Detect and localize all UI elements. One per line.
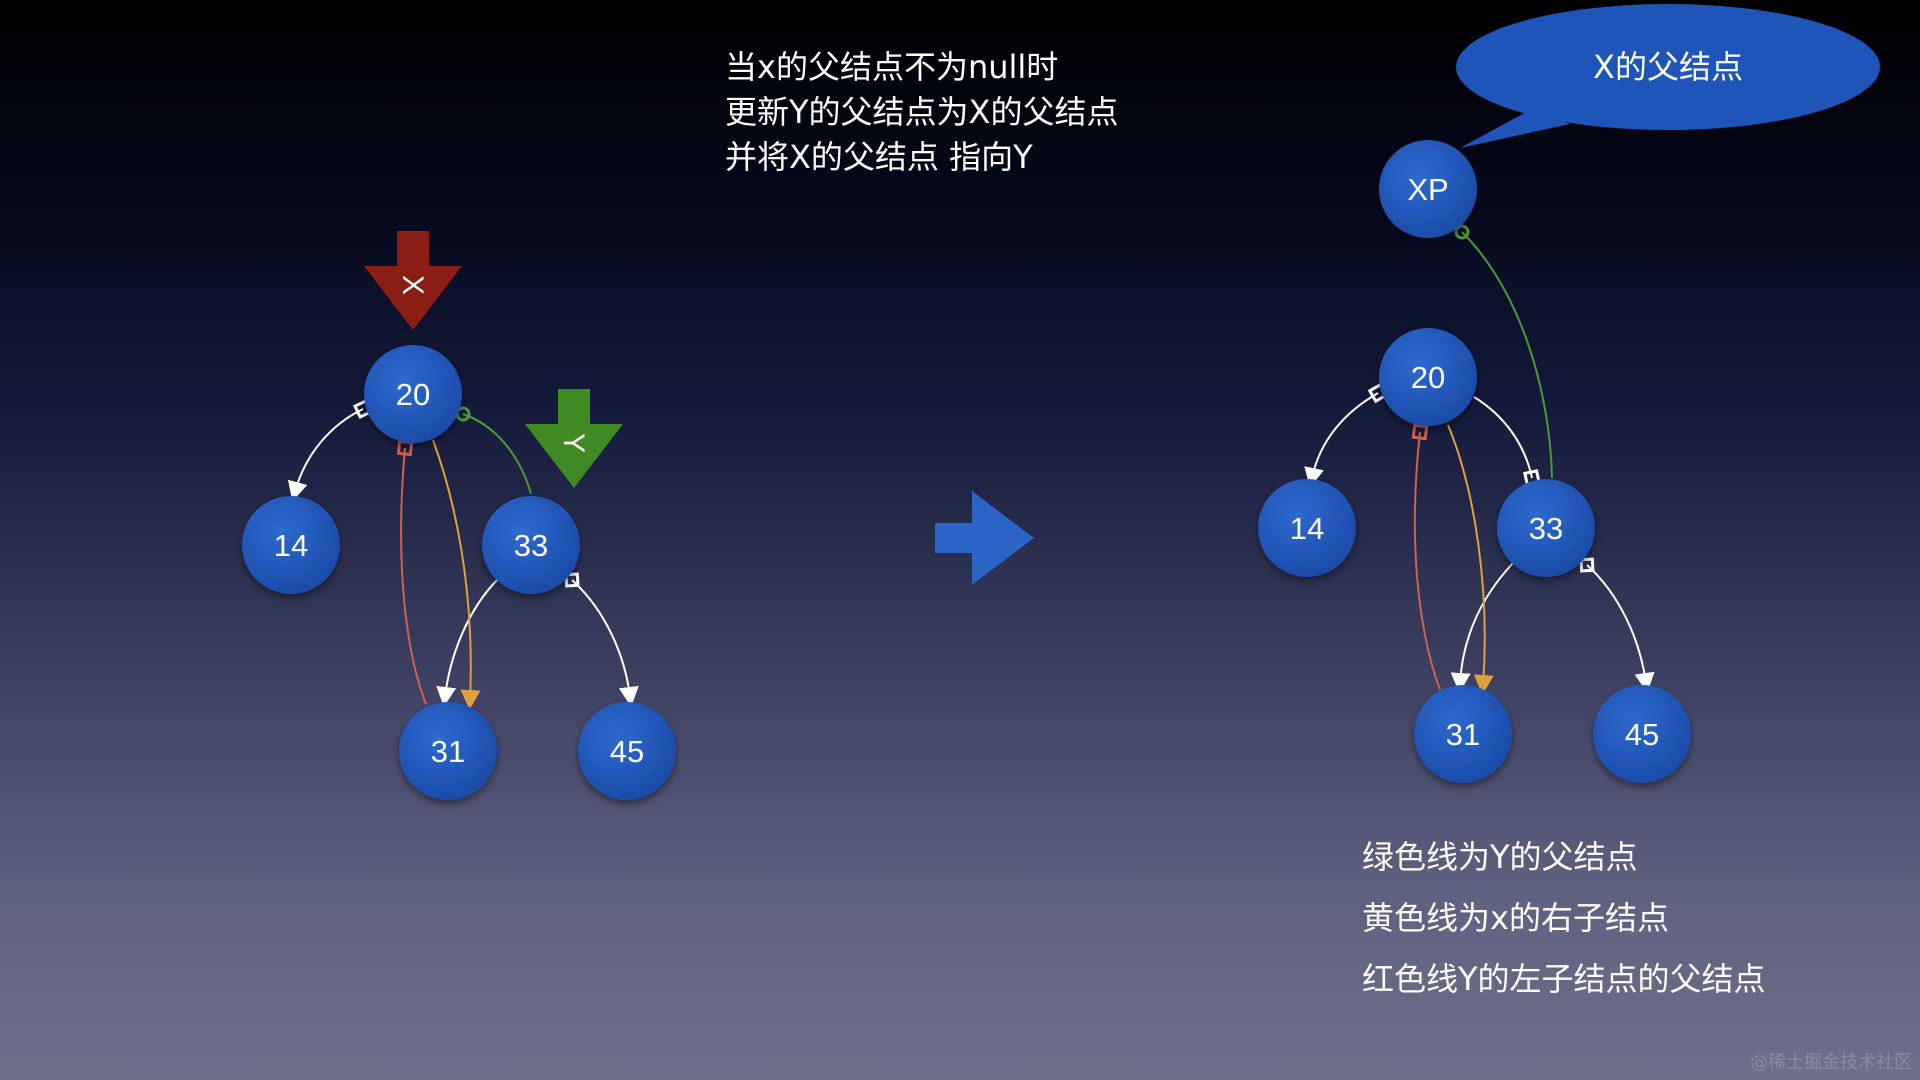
green-line-xp-33 <box>1454 224 1553 479</box>
node-left-20 <box>364 345 462 443</box>
caption-line-1: 当x的父结点不为null时 <box>725 48 1059 86</box>
node-left-33 <box>482 496 580 594</box>
node-left-45-label: 45 <box>610 734 644 769</box>
node-right-xp <box>1379 140 1477 238</box>
red-line-31-20-right <box>1411 423 1441 691</box>
watermark: @稀土掘金技术社区 <box>1750 1052 1912 1073</box>
y-pointer-label: Y <box>557 433 590 453</box>
node-left-33-label: 33 <box>514 528 548 563</box>
node-left-31-label: 31 <box>431 734 465 769</box>
node-right-14 <box>1258 479 1356 577</box>
caption-line-2: 更新Y的父结点为X的父结点 <box>725 93 1119 131</box>
edge-33-45 <box>572 580 630 697</box>
edge-33-45-right <box>1587 565 1646 683</box>
node-left-31 <box>399 702 497 800</box>
callout-bubble <box>1456 4 1880 148</box>
node-left-14-label: 14 <box>274 528 308 563</box>
node-left-20-label: 20 <box>396 377 430 412</box>
node-right-20 <box>1379 328 1477 426</box>
node-right-20-label: 20 <box>1411 360 1445 395</box>
y-pointer-arrow: Y <box>525 389 623 488</box>
x-pointer-arrow: X <box>364 231 462 330</box>
legend-yellow-line: 黄色线为x的右子结点 <box>1362 899 1669 937</box>
edge-33-31 <box>436 579 498 707</box>
node-right-31 <box>1414 685 1512 783</box>
node-right-45 <box>1593 685 1691 783</box>
node-left-14 <box>242 496 340 594</box>
edge-33-31-right <box>1450 562 1514 693</box>
node-right-45-label: 45 <box>1625 717 1659 752</box>
node-right-33 <box>1497 479 1595 577</box>
callout-label: X的父结点 <box>1593 48 1743 86</box>
node-right-31-label: 31 <box>1446 717 1480 752</box>
node-right-xp-label: XP <box>1407 172 1448 207</box>
node-right-14-label: 14 <box>1290 511 1324 546</box>
edge-20-14 <box>287 398 374 502</box>
node-right-33-label: 33 <box>1529 511 1563 546</box>
transition-arrow <box>935 491 1034 585</box>
red-line-31-parent <box>396 439 427 705</box>
yellow-line-20-31-right <box>1447 424 1494 695</box>
node-left-45 <box>578 702 676 800</box>
yellow-line-20-right <box>432 439 481 710</box>
edge-20-14-right <box>1304 382 1389 488</box>
x-pointer-label: X <box>396 275 429 295</box>
edge-20-33-right <box>1473 396 1541 487</box>
caption-line-3: 并将X的父结点 指向Y <box>725 138 1033 176</box>
legend-green-line: 绿色线为Y的父结点 <box>1362 838 1638 876</box>
legend-red-line: 红色线Y的左子结点的父结点 <box>1362 960 1766 998</box>
green-line-33-parent <box>455 406 532 495</box>
